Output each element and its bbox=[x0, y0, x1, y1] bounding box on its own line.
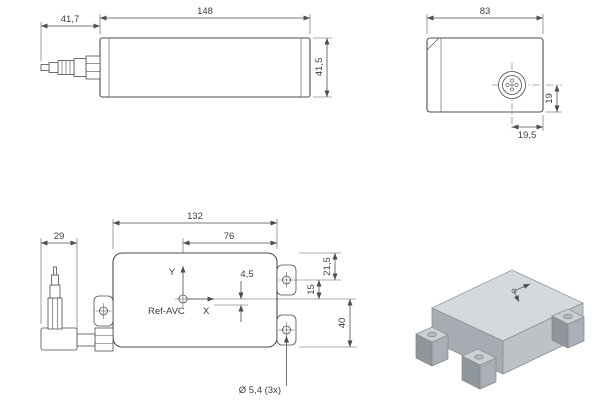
housing-body-top bbox=[112, 252, 278, 348]
iso-mounting-hole bbox=[474, 354, 484, 360]
dim-label-ref-to-bottom: 40 bbox=[337, 318, 348, 329]
connector-pin bbox=[505, 83, 510, 87]
end-view: 83 19 19,5 bbox=[426, 6, 562, 141]
connector-inner-circle bbox=[502, 75, 522, 95]
side-view: 148 41,7 41,5 bbox=[40, 6, 332, 98]
dim-label-connector: 29 bbox=[54, 231, 65, 242]
connector-pin bbox=[40, 64, 50, 71]
dim-label-body-length: 148 bbox=[197, 6, 213, 17]
hole-callout-label: Ø 5,4 (3x) bbox=[239, 385, 281, 396]
dim-label-center-to-edge: 19,5 bbox=[518, 130, 537, 141]
iso-foot-middle bbox=[461, 348, 497, 390]
iso-mounting-hole bbox=[427, 331, 437, 337]
elbow-housing bbox=[40, 327, 78, 351]
dim-label-length: 132 bbox=[187, 211, 203, 222]
dim-label-height: 41,5 bbox=[314, 58, 325, 77]
reference-coordinate-system: Y Ref-AVC X bbox=[148, 266, 356, 317]
connector-pin bbox=[53, 266, 57, 276]
dim-label-offset: 4,5 bbox=[240, 269, 253, 280]
chamfer-line bbox=[426, 37, 440, 51]
connector-knurl bbox=[49, 284, 61, 299]
gland-nut bbox=[94, 327, 114, 352]
dim-label-ref-to-right: 76 bbox=[224, 231, 235, 242]
dim-label-top-to-hole: 21,5 bbox=[322, 257, 333, 276]
connector-pin bbox=[510, 78, 514, 83]
top-view: 132 76 29 bbox=[40, 211, 357, 396]
iso-ref-point bbox=[511, 288, 517, 294]
iso-view bbox=[415, 269, 585, 390]
mounting-ears bbox=[93, 264, 297, 346]
iso-foot-left bbox=[415, 326, 449, 367]
connector-pin bbox=[510, 87, 514, 92]
connector-center-pin bbox=[510, 83, 514, 87]
axis-y-label: Y bbox=[169, 267, 176, 278]
m12-connector bbox=[492, 63, 562, 131]
dim-label-hole-to-ref: 15 bbox=[306, 284, 317, 295]
iso-ref-arrow-x bbox=[513, 283, 531, 292]
connector-tip bbox=[48, 62, 59, 73]
sensor-body bbox=[99, 37, 311, 98]
iso-ref-arrow-y bbox=[513, 290, 520, 303]
iso-mounting-hole bbox=[563, 313, 573, 319]
axis-x-label: X bbox=[203, 306, 210, 317]
connector-stem bbox=[47, 297, 63, 330]
ref-label: Ref-AVC bbox=[148, 306, 185, 317]
connector-pin bbox=[514, 83, 519, 87]
housing-end-face bbox=[426, 37, 544, 113]
iso-foot-right bbox=[551, 308, 585, 349]
dim-label-width: 83 bbox=[480, 6, 491, 17]
cable-connector bbox=[40, 55, 101, 80]
dim-4-5: 4,5 bbox=[214, 269, 254, 322]
angled-cable-connector bbox=[40, 266, 114, 352]
dim-label-connector-length: 41,7 bbox=[61, 14, 80, 25]
connector-tip bbox=[51, 274, 59, 286]
gland-nut bbox=[85, 55, 101, 80]
iso-ref-marking bbox=[511, 283, 531, 303]
dim-label-center-to-bottom: 19 bbox=[544, 93, 555, 104]
connector-neck bbox=[76, 333, 96, 347]
connector-body bbox=[73, 58, 87, 77]
